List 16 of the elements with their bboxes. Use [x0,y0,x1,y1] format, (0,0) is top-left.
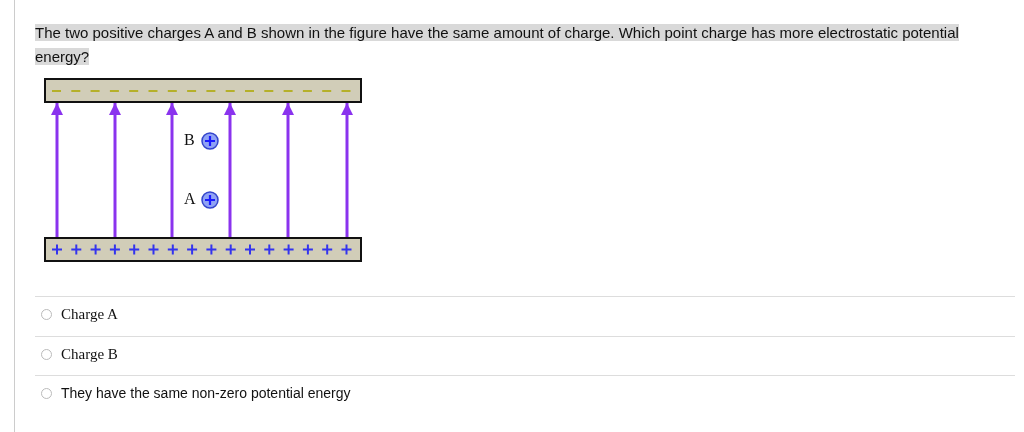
field-line-arrow [224,103,236,237]
option-text: Charge A [61,306,118,323]
question-text: The two positive charges A and B shown in the figure have the same amount of charge. Which point charge has more electrostatic potential energy? [35,23,960,67]
charge-label: A [184,190,196,208]
point-charge [201,132,219,150]
field-line-arrow [51,103,63,237]
charged-plate [44,78,362,103]
field-line-arrow [166,103,178,237]
option-text: Charge B [61,346,118,363]
option-text: They have the same non-zero potential energy [61,385,351,401]
field-line-arrow [282,103,294,237]
charge-label: B [184,131,195,149]
field-line-arrow [109,103,121,237]
field-line-arrow [341,103,353,237]
point-charge [201,191,219,209]
charged-plate [44,237,362,262]
